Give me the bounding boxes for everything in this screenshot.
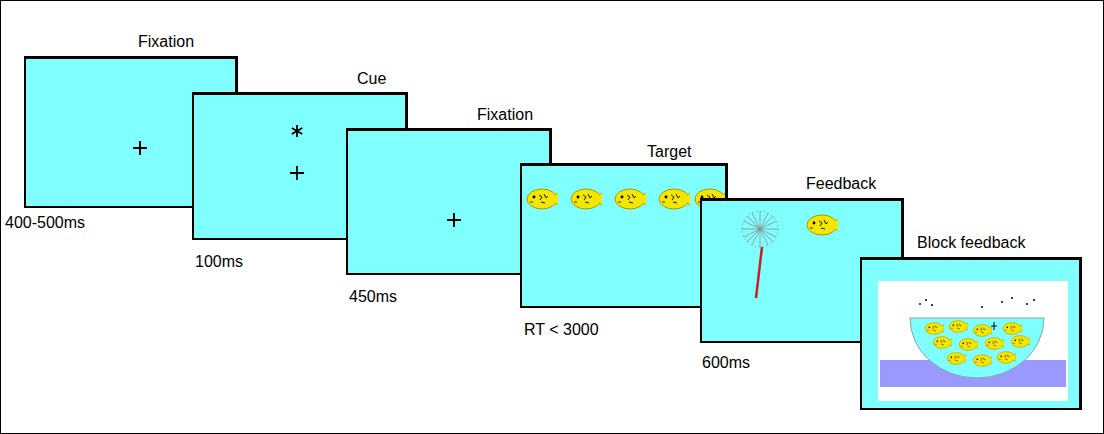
duration-label: 400-500ms [5, 214, 85, 232]
stimulus-panel: Block feedback [860, 257, 1082, 410]
fish-bowl-scene [862, 260, 1079, 408]
duration-label: 100ms [195, 253, 243, 271]
panel-title: Target [647, 143, 691, 161]
panel-title: Fixation [477, 106, 533, 124]
duration-label: 450ms [349, 288, 397, 306]
panel-title: Cue [357, 70, 386, 88]
panel-title: Fixation [138, 33, 194, 51]
duration-label: 600ms [702, 354, 750, 372]
stimulus-panel: TargetRT < 3000 [520, 163, 728, 308]
fixation-cross [348, 131, 549, 273]
fish-row [522, 166, 725, 306]
panel-title: Block feedback [917, 234, 1026, 252]
panel-title: Feedback [806, 175, 876, 193]
duration-label: RT < 3000 [524, 321, 599, 339]
